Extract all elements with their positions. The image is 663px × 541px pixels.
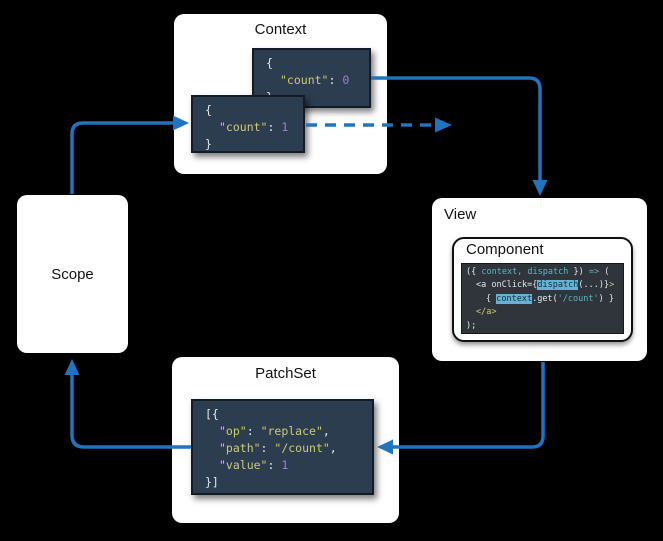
code-line: "op": "replace", (219, 424, 330, 438)
code-line: "count": 0 (280, 73, 350, 87)
code-line: { (205, 103, 212, 117)
code-line: [{ (205, 407, 219, 421)
context-highlight: context (496, 293, 533, 304)
code-line: "path": "/count", (219, 441, 337, 455)
view-panel: View Component ({ context, dispatch }) =… (432, 198, 647, 361)
code-line: { context.get('/count') } (486, 293, 614, 304)
code-line: "count": 1 (219, 120, 289, 134)
code-line: <a onClick={dispatch(...)}> (476, 280, 615, 291)
patchset-panel: PatchSet [{ "op": "replace", "path": "/c… (172, 357, 399, 523)
scope-panel: Scope (17, 195, 128, 353)
code-line: </a> (476, 307, 497, 318)
dispatch-highlight: dispatch (537, 280, 579, 291)
patchset-title: PatchSet (255, 365, 316, 382)
code-line: } (205, 137, 212, 151)
context-state-new-box: { "count": 1 } (191, 95, 305, 153)
arrow-context-to-view (371, 76, 548, 196)
code-line: }] (205, 475, 219, 489)
arrow-scope-to-context (70, 115, 189, 194)
arrow-view-to-patchset (377, 362, 545, 455)
component-box: Component ({ context, dispatch }) => ( <… (452, 237, 633, 342)
component-code-box: ({ context, dispatch }) => ( <a onClick=… (461, 263, 624, 334)
patchset-code-box: [{ "op": "replace", "path": "/count", "v… (191, 399, 374, 495)
scope-title: Scope (51, 265, 94, 283)
code-line: "value": 1 (219, 458, 289, 472)
context-panel: Context { "count": 0 } { "count": 1 } (174, 14, 387, 174)
code-line: ); (466, 320, 477, 331)
code-line: { (266, 56, 273, 70)
view-title: View (444, 206, 477, 223)
component-title: Component (466, 241, 544, 258)
context-title: Context (254, 21, 307, 38)
code-line: ({ context, dispatch }) => ( (466, 267, 610, 277)
